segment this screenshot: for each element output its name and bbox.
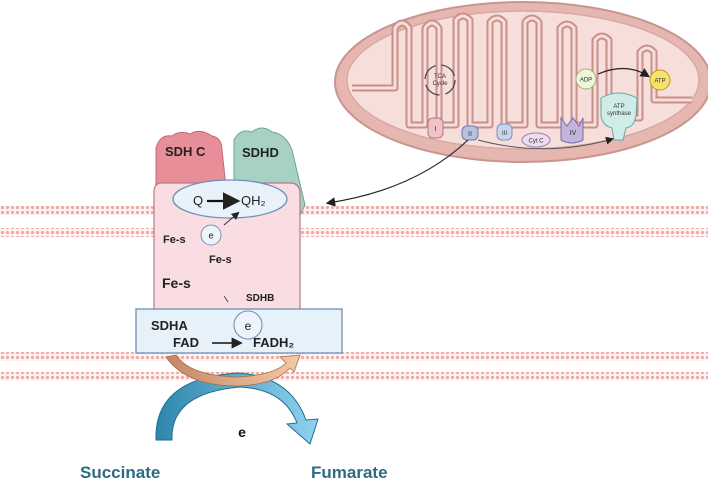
tca-cycle: TCA Cycle — [424, 64, 456, 96]
complex-iii — [496, 123, 513, 141]
fes-big-label: Fe-s — [162, 275, 191, 291]
adp-to-atp-arrow — [597, 67, 651, 78]
fes-top-label: Fe-s — [163, 234, 186, 246]
electron-bottom-label: e — [238, 424, 246, 440]
tca-cycle-icon — [424, 64, 456, 96]
atp-synthase-label-line2: synthase — [607, 111, 632, 117]
electron-circle-label: e — [245, 319, 252, 333]
sdha-label: SDHA — [151, 318, 188, 333]
complex-i-label: I — [435, 126, 437, 133]
atp-label: ATP — [654, 79, 665, 85]
succinate-to-fumarate-arrow — [155, 372, 319, 445]
fes-mid-label: Fe-s — [209, 254, 232, 266]
complex-ii-label: II — [468, 131, 472, 138]
cytc-label: Cyt C — [529, 139, 545, 145]
complex-ii-to-synthase-arrow — [477, 136, 614, 150]
cytc-shape — [521, 132, 551, 148]
complex-iv-label: IV — [570, 130, 577, 137]
sdhb-label: SDHB — [246, 293, 274, 304]
tca-label-line1: TCA — [434, 74, 446, 80]
adp-bubble — [575, 68, 597, 90]
sdhc-label: SDH C — [165, 144, 206, 159]
complex-i — [427, 117, 444, 139]
qh2-label: QH₂ — [241, 193, 266, 208]
adp-label: ADP — [580, 78, 592, 84]
etc-complexes: I II III Cyt C IV ATP synthase ADP ATP — [427, 67, 671, 150]
quinone-pocket — [172, 179, 288, 219]
electron-small-label: e — [208, 231, 213, 241]
sdhd-label: SDHD — [242, 145, 279, 160]
electron-small-circle — [200, 224, 222, 246]
complex-ii — [461, 125, 479, 141]
fumarate-label: Fumarate — [311, 463, 388, 482]
complex-iii-label: III — [502, 131, 507, 137]
atp-synthase-label-line1: ATP — [613, 104, 624, 110]
q-label: Q — [193, 193, 203, 208]
fadh2-label: FADH₂ — [253, 335, 294, 350]
fad-label: FAD — [173, 335, 199, 350]
atp-bubble — [649, 69, 671, 91]
succinate-label: Succinate — [80, 463, 160, 482]
fes-up-arrow — [223, 211, 240, 226]
fad-electron-transfer-arrow — [165, 354, 301, 387]
sdhb-small-arrow — [223, 295, 229, 303]
tca-label-line2: Cycle — [432, 81, 448, 87]
electron-circle — [233, 310, 263, 340]
upper-membrane — [0, 206, 708, 237]
zoom-link-arrow — [325, 139, 469, 207]
complex-iv — [560, 116, 584, 144]
lower-membrane — [0, 352, 708, 381]
atp-synthase-shape — [600, 92, 638, 141]
